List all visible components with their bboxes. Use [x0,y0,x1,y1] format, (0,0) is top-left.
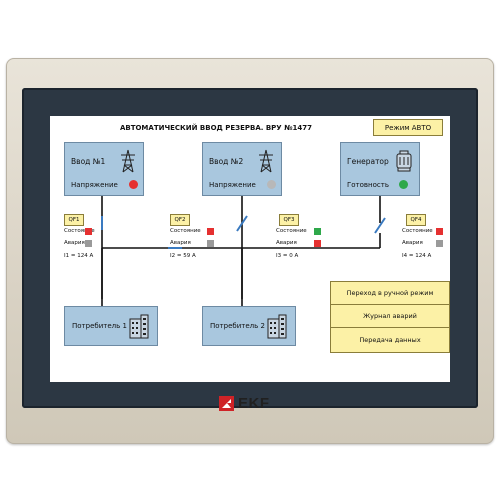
breaker-alarm-label: Авария [64,240,85,246]
breaker-current: I1 = 124 A [64,253,94,259]
brand-logo: EKF [219,393,281,415]
power-tower-icon [259,149,273,173]
breaker-alarm-indicator [314,240,321,247]
building-icon [129,314,149,339]
generator-icon [396,150,412,172]
logo-text: EKF [238,395,270,412]
power-tower-icon [121,149,135,173]
breaker-alarm-indicator [207,240,214,247]
hmi-device: АВТОМАТИЧЕСКИЙ ВВОД РЕЗЕРВА. ВРУ №1477 Р… [6,58,494,444]
breaker-alarm-label: Авария [276,240,297,246]
source-name: Ввод №1 [71,157,106,166]
consumer-name: Потребитель 1 [72,322,127,330]
breaker-state-indicator [436,228,443,235]
source-status-label: Напряжение [209,181,256,189]
page-title: АВТОМАТИЧЕСКИЙ ВВОД РЕЗЕРВА. ВРУ №1477 [119,124,313,132]
breaker-alarm-label: Авария [402,240,423,246]
breaker-state-label: Состояние [276,228,307,234]
source-generator[interactable]: Генератор Готовность [340,142,420,196]
display-bezel: АВТОМАТИЧЕСКИЙ ВВОД РЕЗЕРВА. ВРУ №1477 Р… [22,88,478,408]
breaker-qf2-label[interactable]: QF2 [170,214,190,226]
source-input-2[interactable]: Ввод №2 Напряжение [202,142,282,196]
breaker-state-label: Состояние [170,228,201,234]
source-status-label: Напряжение [71,181,118,189]
breaker-current: I2 = 59 A [170,253,196,259]
qf4-contact [374,217,386,234]
breaker-state-label: Состояние [64,228,95,234]
breaker-state-indicator [85,228,92,235]
source-name: Ввод №2 [209,157,244,166]
ekf-logo-icon [219,396,234,411]
breaker-qf1-label[interactable]: QF1 [64,214,84,226]
ready-lamp [399,180,408,189]
breaker-qf4-label[interactable]: QF4 [406,214,426,226]
hmi-screen: АВТОМАТИЧЕСКИЙ ВВОД РЕЗЕРВА. ВРУ №1477 Р… [50,116,450,382]
building-icon [267,314,287,339]
breaker-state-label: Состояние [402,228,433,234]
breaker-alarm-indicator [85,240,92,247]
breaker-current: I3 = 0 A [276,253,299,259]
consumer-1[interactable]: Потребитель 1 [64,306,158,346]
breaker-state-indicator [314,228,321,235]
manual-mode-button[interactable]: Переход в ручной режим [331,282,449,305]
source-status-label: Готовность [347,181,389,189]
mode-indicator[interactable]: Режим АВТО [373,119,443,136]
bus-diagram [101,195,386,306]
alarm-log-button[interactable]: Журнал аварий [331,305,449,328]
source-input-1[interactable]: Ввод №1 Напряжение [64,142,144,196]
breaker-alarm-indicator [436,240,443,247]
breaker-state-indicator [207,228,214,235]
voltage-lamp [129,180,138,189]
control-menu: Переход в ручной режим Журнал аварий Пер… [330,281,450,353]
breaker-qf3-label[interactable]: QF3 [279,214,299,226]
consumer-name: Потребитель 2 [210,322,265,330]
source-name: Генератор [347,157,389,166]
breaker-alarm-label: Авария [170,240,191,246]
breaker-current: I4 = 124 A [402,253,432,259]
data-transfer-button[interactable]: Передача данных [359,335,421,344]
qf3-contact [236,215,248,232]
voltage-lamp [267,180,276,189]
consumer-2[interactable]: Потребитель 2 [202,306,296,346]
